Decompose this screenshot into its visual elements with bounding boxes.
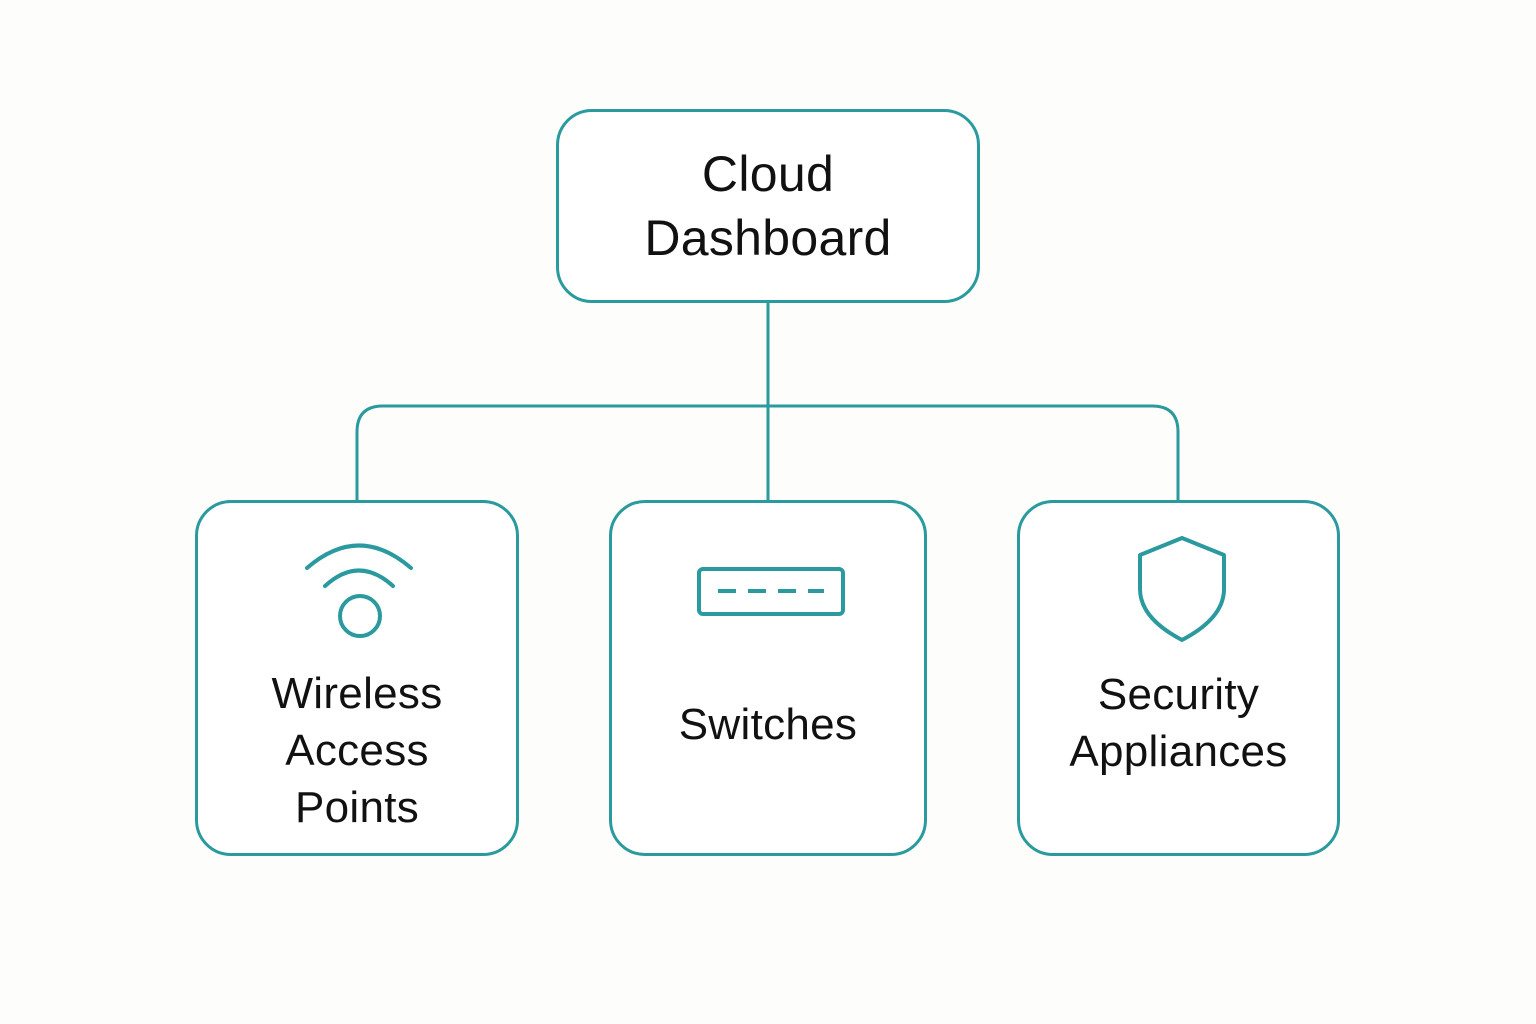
cloud-dashboard-label: Cloud Dashboard [644, 146, 892, 266]
shield-icon [1134, 533, 1230, 645]
switches-node: Switches [609, 500, 927, 856]
switches-label: Switches [678, 700, 858, 749]
cloud-dashboard-node: Cloud Dashboard [556, 109, 980, 303]
security-appliances-label: Security Appliances [1069, 670, 1288, 776]
wifi-icon [304, 541, 414, 641]
network-switch-icon [696, 565, 846, 621]
security-appliances-node: Security Appliances [1017, 500, 1340, 856]
connector-horizontal-bus [355, 404, 1180, 500]
wireless-access-points-label: Wireless Access Points [271, 669, 443, 832]
wireless-access-points-node: Wireless Access Points [195, 500, 519, 856]
